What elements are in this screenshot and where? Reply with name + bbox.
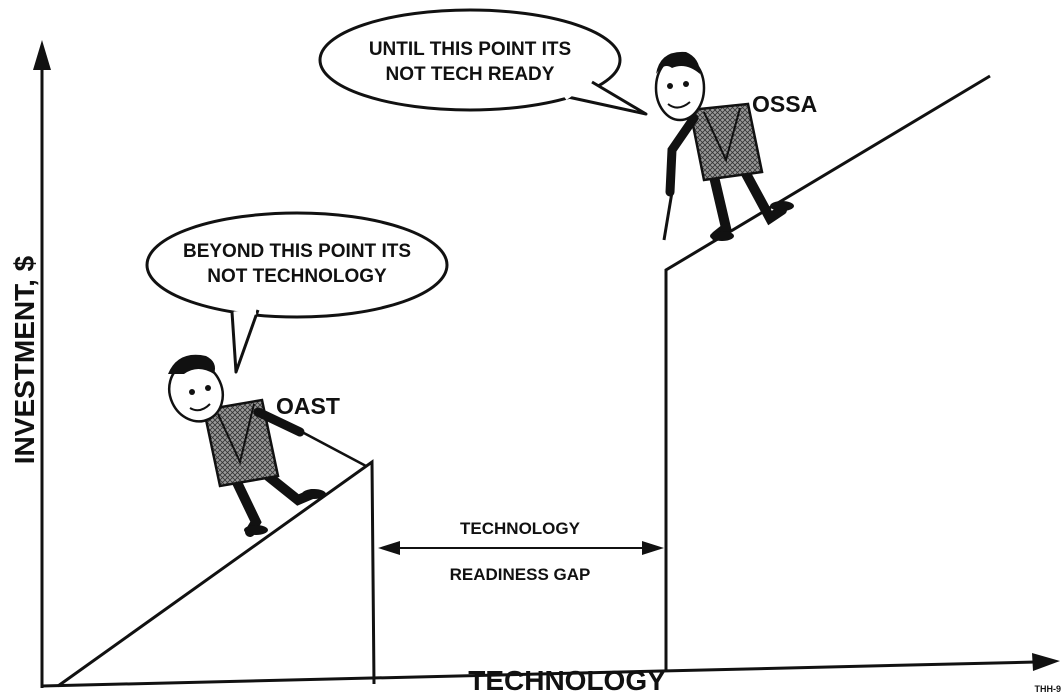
oast-speech-bubble: BEYOND THIS POINT ITS NOT TECHNOLOGY: [145, 211, 449, 374]
gap-arrowhead-right: [642, 541, 664, 555]
gap-label-line-2: READINESS GAP: [450, 565, 591, 584]
ossa-speech-line-2: NOT TECH READY: [386, 64, 555, 85]
ossa-speech-bubble: UNTIL THIS POINT ITS NOT TECH READY: [318, 8, 648, 116]
x-axis-label: TECHNOLOGY: [468, 665, 666, 696]
readiness-gap-arrow: [378, 541, 664, 555]
y-axis-arrowhead: [33, 40, 51, 70]
x-axis-arrowhead: [1032, 653, 1060, 671]
y-axis: [33, 40, 51, 688]
gap-label-line-1: TECHNOLOGY: [460, 519, 581, 538]
ossa-label: OSSA: [752, 91, 817, 117]
ossa-ramp: [664, 74, 991, 672]
oast-speech-line-1: BEYOND THIS POINT ITS: [183, 241, 411, 262]
oast-speech-line-2: NOT TECHNOLOGY: [207, 266, 387, 287]
oast-label: OAST: [276, 393, 340, 419]
x-axis: [41, 653, 1060, 688]
corner-code: THH-9: [1035, 684, 1062, 694]
ossa-man-with-cane-icon: [654, 51, 794, 241]
gap-arrowhead-left: [378, 541, 400, 555]
y-axis-label: INVESTMENT, $: [9, 255, 40, 464]
ossa-speech-line-1: UNTIL THIS POINT ITS: [369, 39, 571, 60]
oast-ramp: [57, 459, 376, 688]
oast-man-with-pointer-icon: [167, 354, 367, 537]
